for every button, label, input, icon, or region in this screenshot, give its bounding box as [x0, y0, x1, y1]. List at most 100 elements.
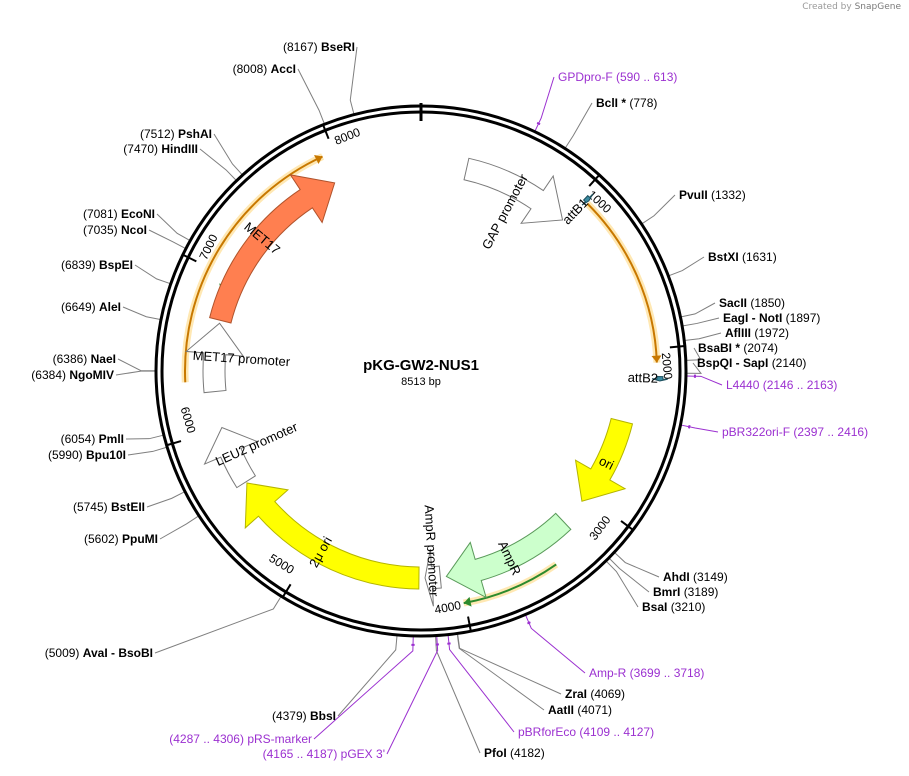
feature-ampr[interactable]: [445, 512, 572, 599]
primer-leader-pbr322ori-f: [680, 424, 719, 433]
tick-3000: [620, 520, 634, 531]
site-label-avai-bsobi[interactable]: (5009) AvaI - BsoBI: [45, 646, 153, 660]
site-label-zrai[interactable]: ZraI (4069): [565, 687, 625, 701]
feature-2-ori[interactable]: [244, 482, 420, 590]
site-label-bmri[interactable]: BmrI (3189): [653, 585, 718, 599]
tick-8000: [322, 124, 330, 140]
site-leader-bbsi: [337, 634, 398, 717]
site-label-bstxi[interactable]: BstXI (1631): [708, 250, 777, 264]
site-leader-acci: [297, 68, 325, 125]
site-leader-ngomiv: [115, 370, 157, 376]
orf-line-1: [463, 563, 557, 605]
site-leader-econi: [156, 213, 191, 242]
feature-met17[interactable]: [209, 174, 336, 324]
site-leader-ncoi: [148, 229, 187, 250]
primer-leader-l4440: [685, 375, 723, 386]
site-label-bsabi[interactable]: BsaBI * (2074): [698, 341, 778, 355]
primer-label-pbrforeco[interactable]: pBRforEco (4109 .. 4127): [518, 725, 654, 739]
site-label-pmli[interactable]: (6054) PmlI: [61, 432, 124, 446]
site-label-bsai[interactable]: BsaI (3210): [642, 600, 705, 614]
site-label-ngomiv[interactable]: (6384) NgoMIV: [31, 368, 114, 382]
site-leader-bspei: [134, 264, 171, 285]
site-leader-bsabi: [685, 347, 702, 361]
site-label-afliii[interactable]: AflIII (1972): [725, 326, 789, 340]
site-leader-pvuii: [641, 194, 676, 225]
primer-leader-pbrforeco: [447, 634, 515, 733]
feature-ampr-promoter[interactable]: [424, 549, 442, 607]
orf-head-0: [651, 355, 662, 363]
primer-label-gpdpro-f[interactable]: GPDpro-F (590 .. 613): [558, 70, 677, 84]
feature-met17-promoter[interactable]: [184, 322, 245, 394]
site-leader-ahdi: [613, 551, 660, 578]
leader-lines: [115, 46, 723, 755]
site-leader-sacii: [680, 302, 716, 318]
orf-glow-0: [584, 201, 661, 363]
primer-label-prs-marker[interactable]: (4287 .. 4306) pRS-marker: [169, 732, 312, 746]
feature-label-attb2: attB2: [627, 370, 658, 386]
site-label-ncoi[interactable]: (7035) NcoI: [83, 223, 147, 237]
site-label-alei[interactable]: (6649) AleI: [61, 300, 121, 314]
primer-label-amp-r[interactable]: Amp-R (3699 .. 3718): [589, 666, 704, 680]
site-label-hindiii[interactable]: (7470) HindIII: [123, 142, 198, 156]
primer-label-l4440[interactable]: L4440 (2146 .. 2163): [726, 378, 837, 392]
orf-line-2: [184, 155, 323, 383]
site-label-bbsi[interactable]: (4379) BbsI: [272, 709, 336, 723]
site-leader-hindiii: [199, 148, 237, 182]
tick-2000: [669, 344, 685, 349]
site-leader-pfoi: [435, 635, 481, 754]
tick-label-5000: 5000: [267, 551, 297, 577]
plasmid-name: pKG-GW2-NUS1: [363, 357, 479, 374]
primer-label-pbr322ori-f[interactable]: pBR322ori-F (2397 .. 2416): [722, 425, 868, 439]
credit-brand: SnapGene: [854, 2, 901, 12]
primer-label-pgex-3[interactable]: (4165 .. 4187) pGEX 3': [263, 747, 385, 761]
primer-leader-gpdpro-f: [534, 76, 555, 132]
site-label-pvuii[interactable]: PvuII (1332): [679, 188, 746, 202]
site-label-naei[interactable]: (6386) NaeI: [53, 352, 116, 366]
feature-attb1[interactable]: [581, 193, 594, 206]
site-leader-ppumi: [159, 515, 200, 540]
site-leader-pmli: [125, 434, 164, 440]
site-label-ahdi[interactable]: AhdI (3149): [663, 570, 728, 584]
site-label-bcli[interactable]: BclI * (778): [596, 96, 657, 110]
site-label-ppumi[interactable]: (5602) PpuMI: [84, 532, 158, 546]
tick-label-2000: 2000: [659, 352, 675, 380]
site-leader-bsteii: [146, 491, 186, 508]
tick-6000: [166, 440, 182, 447]
orf-head-1: [463, 596, 472, 607]
site-label-bseri[interactable]: (8167) BseRI: [283, 40, 355, 54]
feature-gap-promoter[interactable]: [463, 157, 564, 224]
tick-5000: [281, 583, 292, 598]
credit-prefix: Created by: [802, 2, 852, 12]
site-label-pshai[interactable]: (7512) PshAI: [140, 127, 212, 141]
site-label-bpu10i[interactable]: (5990) Bpu10I: [48, 448, 126, 462]
site-label-pfoi[interactable]: PfoI (4182): [484, 746, 545, 760]
site-leader-eagi-noti: [682, 317, 720, 327]
site-label-bspqi-sapi[interactable]: BspQI - SapI (2140): [697, 356, 806, 370]
orf-line-0: [586, 202, 658, 363]
primer-leader-amp-r: [524, 614, 586, 674]
primer-leader-prs-marker: [313, 635, 414, 740]
tick-1000: [588, 174, 601, 187]
orf-head-2: [314, 155, 323, 164]
site-leader-bsai: [605, 560, 639, 608]
feature-ori[interactable]: [574, 417, 634, 502]
site-label-eagi-noti[interactable]: EagI - NotI (1897): [723, 311, 820, 325]
tick-label-6000: 6000: [178, 405, 199, 435]
site-label-bspei[interactable]: (6839) BspEI: [61, 258, 133, 272]
site-leader-pshai: [213, 133, 243, 176]
site-label-sacii[interactable]: SacII (1850): [719, 296, 785, 310]
feature-attb2[interactable]: [651, 376, 668, 382]
site-label-acci[interactable]: (8008) AccI: [233, 62, 296, 76]
site-leader-alei: [122, 306, 162, 321]
tick-4000: [467, 616, 472, 632]
site-label-aatii[interactable]: AatII (4071): [548, 703, 612, 717]
primer-mark-amp-r: [527, 621, 531, 625]
primer-marks: [411, 121, 696, 646]
site-label-econi[interactable]: (7081) EcoNI: [83, 207, 155, 221]
tick-label-3000: 3000: [586, 513, 613, 543]
site-label-bsteii[interactable]: (5745) BstEII: [73, 500, 145, 514]
feature-leu2-promoter[interactable]: [203, 426, 259, 489]
feature-label-met17-promoter: MET17 promoter: [192, 348, 291, 370]
primer-leader-pgex-3: [386, 635, 439, 755]
